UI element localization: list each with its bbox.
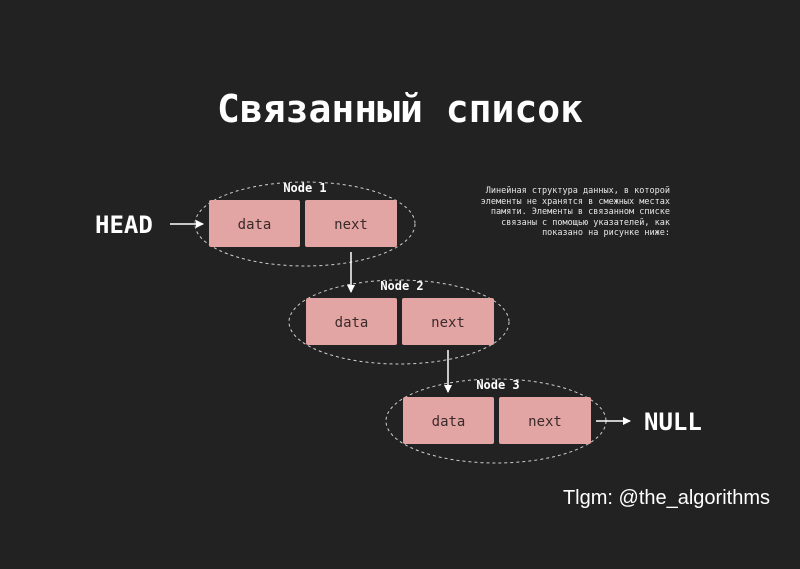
next-box [305, 200, 397, 247]
node-1: Node 1 data next [194, 181, 416, 267]
next-box [499, 397, 591, 444]
description-text: Линейная структура данных, в которой эле… [440, 186, 670, 239]
page-title: Связанный список [216, 87, 584, 131]
next-label: next [431, 315, 465, 331]
description-line: связаны с помощью указателей, как [501, 217, 670, 228]
description-line: памяти. Элементы в связанном списке [490, 207, 670, 217]
description-line: элементы не хранятся в смежных местах [480, 196, 670, 207]
data-box [403, 397, 494, 444]
node-label: Node 1 [283, 181, 326, 195]
node-label: Node 3 [476, 378, 519, 392]
credit-text: Tlgm: @the_algorithms [562, 487, 770, 509]
head-label: HEAD [95, 211, 153, 239]
node-outline [194, 181, 416, 267]
description-line: Линейная структура данных, в которой [485, 186, 670, 196]
node-outline [288, 279, 510, 365]
node-2: Node 2 data next [288, 279, 510, 365]
next-label: next [528, 414, 562, 430]
null-label: NULL [644, 408, 702, 436]
next-box [402, 298, 494, 345]
data-box [306, 298, 397, 345]
data-label: data [238, 217, 272, 233]
data-box [209, 200, 300, 247]
next-label: next [334, 217, 368, 233]
data-label: data [335, 315, 369, 331]
description-line: показано на рисунке ниже: [542, 228, 670, 238]
node-label: Node 2 [380, 279, 423, 293]
data-label: data [432, 414, 466, 430]
node-3: Node 3 data next [385, 378, 607, 464]
